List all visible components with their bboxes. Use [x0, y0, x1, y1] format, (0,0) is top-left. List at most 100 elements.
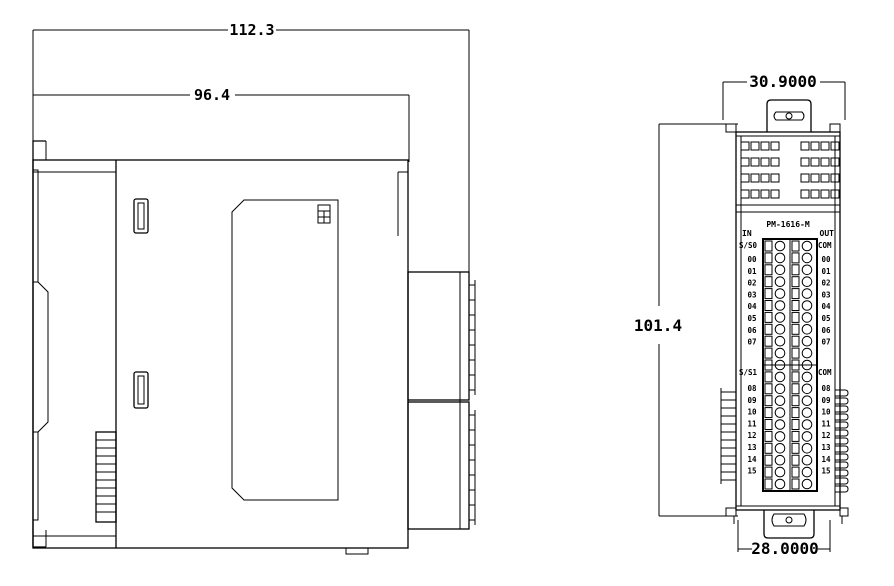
channel-label: 09 [747, 396, 757, 405]
terminal-hole [774, 264, 786, 276]
led-square [750, 173, 760, 183]
dimension-body-depth: 96.4 [33, 86, 410, 162]
led-square [830, 173, 840, 183]
terminal-spring [791, 323, 800, 335]
led-square [750, 189, 760, 199]
terminal-hole [774, 431, 786, 442]
dim-label-30-9000: 30.9000 [749, 72, 816, 91]
terminal-spring [764, 466, 773, 478]
channel-label: 00 [821, 255, 831, 264]
terminal-spring [791, 335, 800, 347]
side-pins [720, 388, 849, 493]
side-pin [835, 453, 849, 461]
led-square [770, 157, 780, 167]
channel-label: 03 [747, 290, 757, 299]
led-square [800, 189, 810, 199]
terminal-spring [764, 276, 773, 288]
terminal-spring [791, 466, 800, 478]
led-square [810, 157, 820, 167]
channel-label: 06 [747, 326, 757, 335]
side-pin [835, 437, 849, 445]
terminal-spring [791, 442, 800, 454]
terminal-hole [801, 371, 813, 383]
terminal-spring [791, 252, 800, 264]
terminal-spring [791, 276, 800, 288]
terminal-hole [774, 288, 786, 299]
terminal-spring [791, 407, 800, 419]
side-pin [835, 477, 849, 485]
terminal-hole [801, 383, 813, 395]
channel-label: 11 [747, 419, 757, 428]
led-square [740, 157, 750, 167]
terminal-hole [774, 383, 786, 395]
terminal-spring [764, 371, 773, 383]
channel-label: 00 [747, 255, 757, 264]
terminal-hole [801, 347, 813, 359]
terminal-spring [791, 359, 800, 371]
side-pin [835, 397, 849, 405]
led-square [820, 189, 830, 199]
terminal-hole [801, 288, 813, 299]
terminal-hole [801, 466, 813, 478]
channel-label: 10 [821, 408, 831, 417]
side-pin [835, 421, 849, 429]
led-square [770, 141, 780, 151]
side-pin [835, 485, 849, 493]
terminal-spring [764, 442, 773, 454]
led-square [770, 189, 780, 199]
terminal-spring [791, 371, 800, 383]
terminal-spring [764, 311, 773, 323]
terminal-hole [774, 478, 786, 490]
channel-label: 10 [747, 408, 757, 417]
led-square [810, 141, 820, 151]
channel-label: 04 [747, 302, 757, 311]
terminal-hole [774, 240, 786, 252]
terminal-hole [801, 454, 813, 466]
terminal-spring [764, 264, 773, 276]
channel-label: 07 [821, 338, 830, 347]
side-pin [835, 461, 849, 469]
led-square [800, 141, 810, 151]
terminal-hole [801, 443, 813, 454]
terminal-hole [774, 395, 786, 407]
channel-label: 01 [821, 267, 831, 276]
terminal-spring [791, 240, 800, 252]
led-grid [740, 141, 840, 199]
output-common-top: COM [818, 241, 832, 250]
terminal-spring [764, 478, 773, 490]
dimension-height: 101.4 [634, 123, 738, 517]
terminal-hole [774, 335, 786, 347]
terminal-spring [764, 300, 773, 311]
terminal-hole [774, 347, 786, 359]
terminal-spring [791, 419, 800, 430]
terminal-spring [791, 347, 800, 359]
led-square [740, 189, 750, 199]
terminal-hole [774, 419, 786, 430]
side-pin [835, 389, 849, 397]
vent-grille [95, 431, 117, 523]
dim-label-112-3: 112.3 [229, 21, 274, 39]
side-pin [835, 445, 849, 453]
terminal-spring [764, 419, 773, 430]
channel-label: 09 [821, 396, 831, 405]
terminal-hole [801, 335, 813, 347]
bottom-mounting-tab [725, 507, 849, 539]
dimension-overall-depth: 112.3 [32, 21, 470, 272]
terminal-spring [764, 430, 773, 442]
channel-label: 13 [821, 443, 831, 452]
terminal-hole [774, 312, 786, 323]
led-square [820, 173, 830, 183]
side-pin [835, 469, 849, 477]
terminal-hole [801, 419, 813, 430]
terminal-hole [801, 276, 813, 288]
channel-label: 14 [821, 455, 831, 464]
led-square [820, 157, 830, 167]
terminal-hole [774, 443, 786, 454]
channel-label: 12 [821, 431, 830, 440]
led-square [760, 173, 770, 183]
terminal-hole [774, 371, 786, 383]
terminal-hole [801, 431, 813, 442]
terminal-hole [801, 407, 813, 418]
input-common-top: S/S0 [739, 241, 758, 250]
led-square [740, 141, 750, 151]
